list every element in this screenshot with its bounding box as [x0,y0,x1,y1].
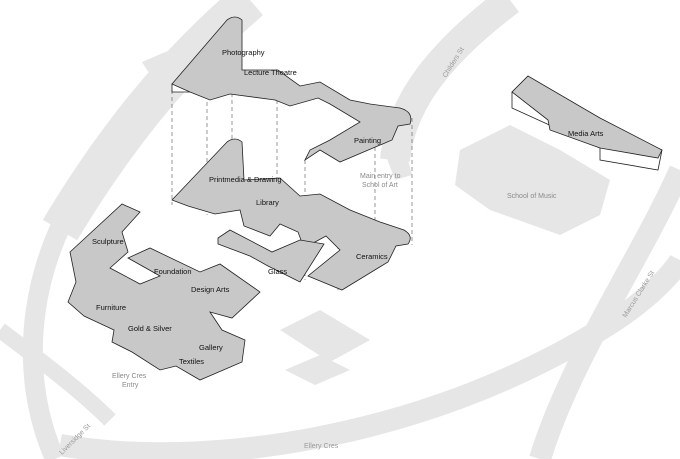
landmark-labels: Main entry to Schol of Art School of Mus… [112,173,557,389]
label-glass: Glass [268,267,287,276]
street-label-ellery-cres: Ellery Cres [304,443,339,450]
glass-plan [217,229,325,283]
media-arts-plan [511,75,663,159]
label-gold-silver: Gold & Silver [128,324,172,333]
label-textiles: Textiles [179,357,204,366]
label-painting: Painting [354,136,381,145]
ground-floor-plan [67,203,261,381]
building-media-arts [511,75,663,171]
label-design-arts: Design Arts [191,285,230,294]
label-lecture-theatre: Lecture Theatre [244,68,297,77]
ellery-cres-road-south [58,254,680,459]
label-printmedia-drawing: Printmedia & Drawing [209,175,282,184]
label-furniture: Furniture [96,303,126,312]
block-school-of-music [455,125,610,235]
label-media-arts: Media Arts [568,129,604,138]
block-south-1 [280,310,370,362]
upper-floor-plan [171,16,412,163]
block-nw [142,50,205,98]
middle-floor-plan [171,138,411,291]
marcus-clarke-road [529,165,680,459]
label-sculpture: Sculpture [92,237,124,246]
building-middle-floor [171,138,411,291]
label-school-of-music: School of Music [507,193,557,200]
label-photography: Photography [222,48,265,57]
block-south-2 [285,355,350,385]
label-ceramics: Ceramics [356,252,388,261]
label-library: Library [256,198,279,207]
label-main-entry-line1: Main entry to [360,173,401,180]
block-mid [380,130,412,180]
label-ellery-entry-line2: Entry [122,382,139,389]
label-ellery-entry-line1: Ellery Cres [112,373,147,380]
label-foundation: Foundation [154,267,192,276]
building-labels: Photography Lecture Theatre Painting Med… [92,48,604,366]
building-ground-floor [67,203,261,381]
label-main-entry-line2: Schol of Art [362,182,398,189]
context-blocks [142,50,610,385]
lower-left-road [0,323,116,426]
building-upper-floor [171,16,412,163]
label-gallery: Gallery [199,343,223,352]
